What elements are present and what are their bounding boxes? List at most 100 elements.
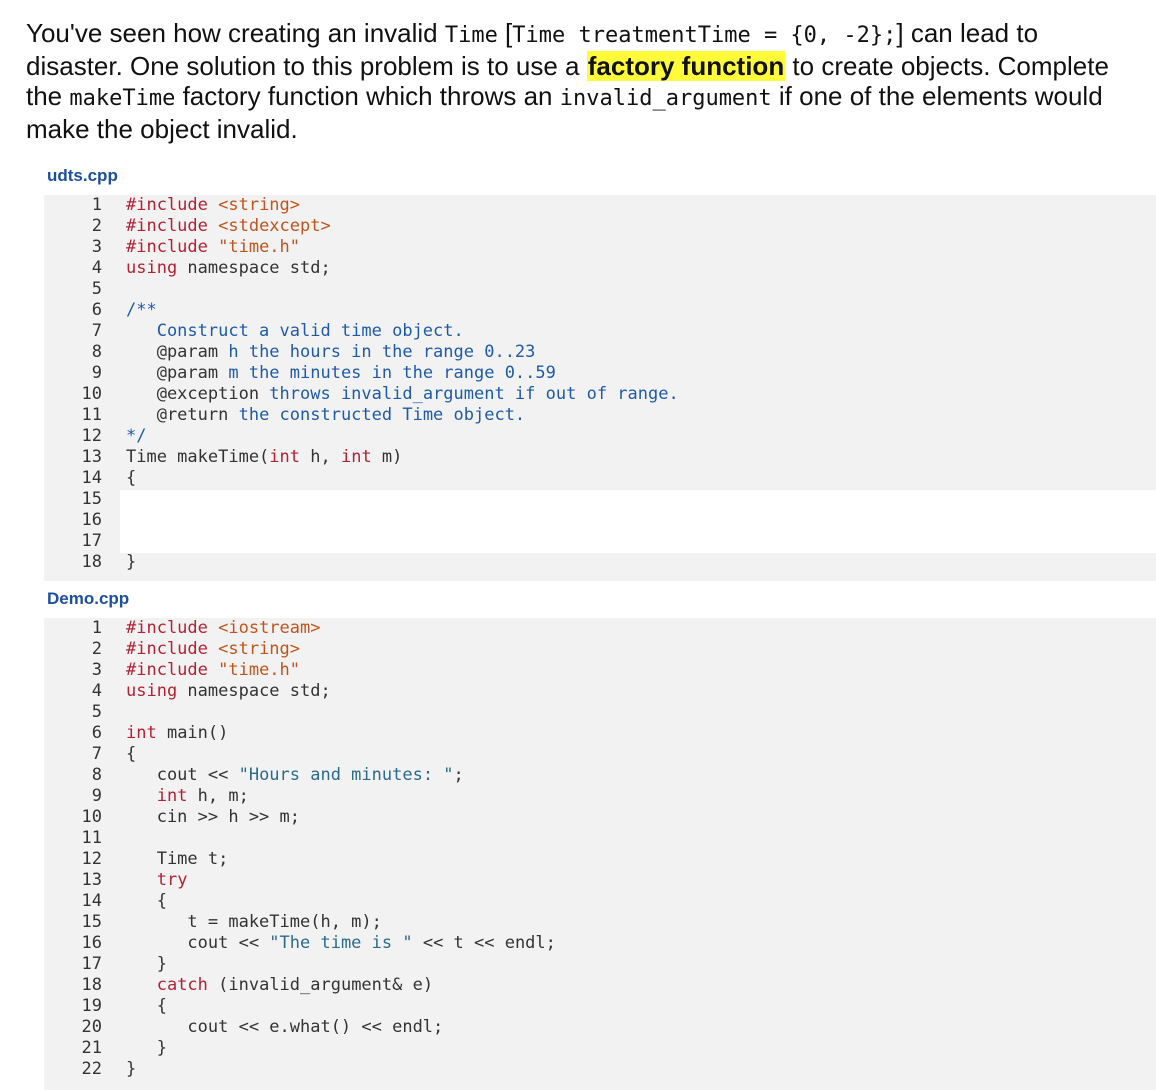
intro-code-maketime: makeTime (69, 86, 176, 111)
intro-text-1: You've seen how creating an invalid (26, 18, 445, 48)
code-line: 10 @exception throws invalid_argument if… (44, 384, 1156, 405)
code-text: using namespace std; (126, 681, 331, 702)
code-line: 11 (44, 828, 1156, 849)
code-text: cin >> h >> m; (126, 807, 300, 828)
code-line: 2 #include <stdexcept> (44, 216, 1156, 237)
line-number: 7 (91, 744, 102, 764)
intro-text-3: ] can lead to disaster. One solution to … (26, 18, 1039, 81)
line-number: 18 (81, 975, 102, 995)
code-line: 16 (44, 510, 1156, 531)
code-line: 18 catch (invalid_argument& e) (44, 975, 1156, 996)
code-line: 12*/ (44, 426, 1156, 447)
line-number: 2 (91, 216, 102, 236)
code-token (126, 975, 157, 995)
line-number: 17 (81, 954, 102, 974)
code-line: 14{ (44, 468, 1156, 489)
code-token: << t << endl; (412, 933, 556, 953)
code-token: } (126, 954, 167, 974)
code-token: */ (126, 426, 147, 446)
code-token: <iostream> (218, 618, 321, 638)
code-line: 22} (44, 1059, 1156, 1080)
code-line: 18} (44, 552, 1156, 573)
intro-text-4: to create objects. Complete the (26, 51, 1109, 111)
code-token: { (126, 468, 137, 488)
line-number: 16 (81, 933, 102, 953)
code-token: cout << (126, 765, 239, 785)
code-text: int main() (126, 723, 228, 744)
code-text: */ (126, 426, 146, 447)
code-text: cout << e.what() << endl; (126, 1017, 443, 1038)
code-text: @return the constructed Time object. (126, 405, 525, 426)
line-number: 17 (81, 531, 102, 551)
code-token: @return (126, 405, 239, 425)
code-text: { (126, 996, 167, 1017)
line-number: 21 (81, 1038, 102, 1058)
code-token: int (269, 447, 301, 467)
code-token: /** (126, 300, 157, 320)
code-token: throws invalid_argument if out of range. (269, 384, 679, 404)
line-number: 10 (81, 807, 102, 827)
line-number: 11 (81, 828, 102, 848)
code-token: #include (126, 618, 219, 638)
code-line: 5 (44, 702, 1156, 723)
code-text: try (126, 870, 188, 891)
code-token: m) (371, 447, 403, 467)
intro-text-2: [ (497, 18, 513, 48)
code-line: 5 (44, 279, 1156, 300)
code-token: using (126, 258, 188, 278)
file-label-udts: udts.cpp (47, 166, 118, 185)
code-viewer-demo: 1#include <iostream>2#include <string>3#… (44, 618, 1156, 1090)
line-number: 13 (81, 870, 102, 890)
code-token: int (156, 786, 188, 806)
line-number: 4 (91, 681, 102, 701)
code-text: using namespace std; (126, 258, 331, 279)
code-text: } (126, 954, 167, 975)
code-token: { (126, 744, 137, 764)
code-text: t = makeTime(h, m); (126, 912, 382, 933)
code-token: int (340, 447, 372, 467)
code-text: #include "time.h" (126, 237, 300, 258)
code-token: "Hours and minutes: " (238, 765, 454, 785)
code-token: try (156, 870, 188, 890)
code-token: #include (126, 216, 219, 236)
code-line: 4 using namespace std; (44, 258, 1156, 279)
code-line: 3 #include "time.h" (44, 237, 1156, 258)
code-text: Time makeTime(int h, int m) (126, 447, 402, 468)
code-line: 6/** (44, 300, 1156, 321)
code-token: cin >> h >> m; (126, 807, 300, 827)
line-number: 15 (81, 912, 102, 932)
code-token: "time.h" (218, 237, 301, 257)
code-text: { (126, 468, 136, 489)
code-token: "The time is " (269, 933, 413, 953)
code-line: 7 Construct a valid time object. (44, 321, 1156, 342)
code-token: h the hours in the range 0..23 (228, 342, 536, 362)
code-token: #include (126, 237, 219, 257)
code-line: 17 (44, 531, 1156, 552)
line-number: 20 (81, 1017, 102, 1037)
code-line: 19 { (44, 996, 1156, 1017)
intro-text-6: if one of the elements would make the ob… (26, 81, 1103, 144)
line-number: 6 (91, 723, 102, 743)
intro-code-treatment: Time treatmentTime = {0, -2}; (512, 23, 897, 48)
code-token: (invalid_argument& e) (207, 975, 434, 995)
code-token: #include (126, 195, 219, 215)
code-token: { (126, 891, 167, 911)
line-number: 4 (91, 258, 102, 278)
code-line: 15 t = makeTime(h, m); (44, 912, 1156, 933)
line-number: 3 (91, 237, 102, 257)
code-input-area[interactable] (120, 490, 1156, 553)
code-line: 6 int main() (44, 723, 1156, 744)
line-number: 22 (81, 1059, 102, 1079)
code-token: t = makeTime(h, m); (126, 912, 382, 932)
line-number: 5 (91, 702, 102, 722)
code-line: 7{ (44, 744, 1156, 765)
line-number: 5 (91, 279, 102, 299)
code-text: #include <iostream> (126, 618, 320, 639)
line-number: 9 (91, 786, 102, 806)
code-token (126, 870, 157, 890)
line-number: 10 (81, 384, 102, 404)
code-token: <stdexcept> (218, 216, 331, 236)
line-number: 15 (81, 489, 102, 509)
code-token: m the minutes in the range 0..59 (228, 363, 556, 383)
code-line: 1#include <iostream> (44, 618, 1156, 639)
